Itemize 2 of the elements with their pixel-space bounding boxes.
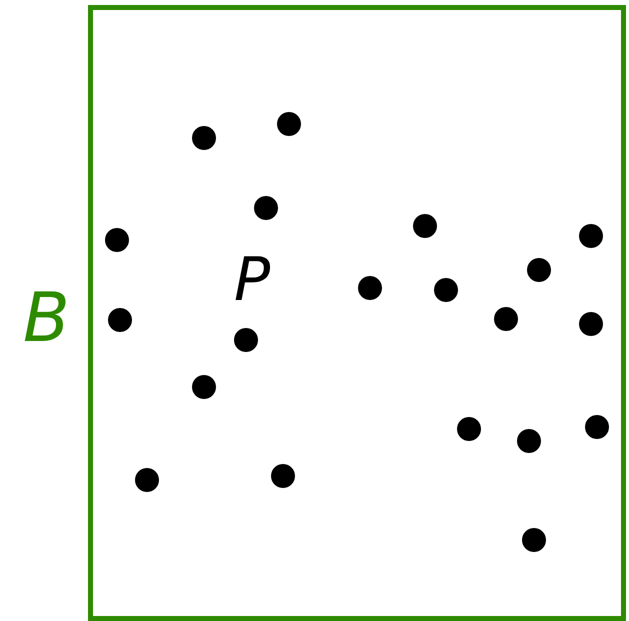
region-label: B (23, 285, 70, 353)
set-label: P (234, 250, 270, 310)
